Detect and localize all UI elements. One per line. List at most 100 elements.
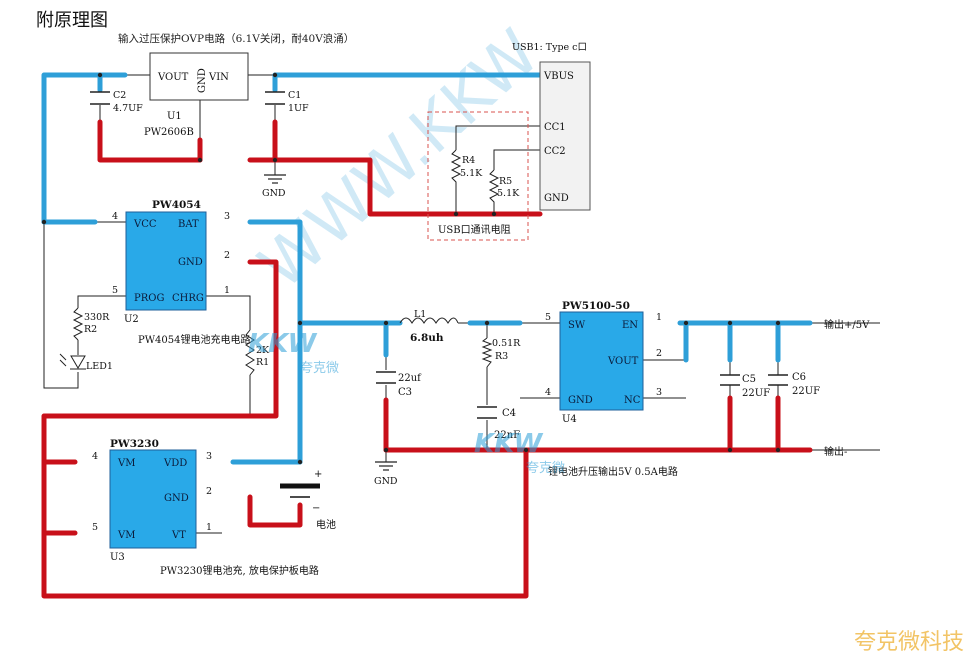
c2-ref: C2 <box>113 90 126 101</box>
usb-pin-vbus: VBUS <box>543 71 574 82</box>
c6-ref: C6 <box>792 372 806 383</box>
r1-value: 2K <box>256 345 270 356</box>
svg-text:夸克微: 夸克微 <box>300 361 339 376</box>
boost-part-name: PW5100-50 <box>562 300 630 312</box>
ovp-gnd-label: GND <box>262 188 286 199</box>
resistor-r5-symbol <box>488 169 500 203</box>
protect-pin-num-1: 1 <box>206 522 212 533</box>
boost-gnd-label: GND <box>374 476 398 487</box>
boost-pin-nc: NC <box>624 395 641 406</box>
protect-pin-num-5: 5 <box>92 522 98 533</box>
ovp-pin-gnd: GND <box>197 68 208 93</box>
boost-caption: 锂电池升压输出5V 0.5A电路 <box>548 465 678 478</box>
boost-pin-num-5: 5 <box>545 312 551 323</box>
usb-cc-resistor-box <box>427 111 529 241</box>
r2-value: 330R <box>84 312 110 323</box>
r4-ref: R4 <box>462 155 475 166</box>
battery-minus: − <box>312 503 320 514</box>
r1-ref: R1 <box>256 357 269 368</box>
c2-value: 4.7UF <box>113 103 143 114</box>
charger-pin-vcc: VCC <box>133 219 157 230</box>
resistor-r4-symbol <box>450 149 462 185</box>
r5-value: 5.1K <box>497 188 520 199</box>
c5-value: 22UF <box>742 388 770 399</box>
charger-pin-num-1: 1 <box>224 285 230 296</box>
inductor-l1-symbol <box>399 317 459 324</box>
boost-pin-en: EN <box>622 320 638 331</box>
usb-pin-cc2: CC2 <box>544 146 566 157</box>
ovp-chip-body <box>149 52 249 101</box>
protect-pin-num-4: 4 <box>92 451 98 462</box>
boost-pin-vout: VOUT <box>607 356 639 367</box>
charger-pin-gnd: GND <box>178 257 203 268</box>
capacitor-c3-symbol <box>376 371 396 384</box>
battery-plus: + <box>314 469 322 480</box>
charger-pin-num-4: 4 <box>112 211 118 222</box>
svg-text:KKW: KKW <box>474 429 544 459</box>
r3-ref: R3 <box>495 351 508 362</box>
protect-pin-vdd: VDD <box>163 458 187 469</box>
r3-value: 0.51R <box>492 338 521 349</box>
page-title: 附原理图 <box>36 10 108 31</box>
protect-pin-gnd: GND <box>164 493 189 504</box>
protect-pin-num-2: 2 <box>206 486 212 497</box>
battery-label: 电池 <box>316 518 336 531</box>
r5-ref: R5 <box>499 176 512 187</box>
charger-ref: U2 <box>124 314 139 325</box>
output-positive-label: 输出+/5V <box>824 318 870 331</box>
r4-value: 5.1K <box>460 168 483 179</box>
resistor-r2-symbol <box>72 307 84 341</box>
ovp-pin-vin: VIN <box>208 72 229 83</box>
charger-chip-body <box>125 211 207 311</box>
usb-connector-body <box>539 61 591 211</box>
ovp-caption: 输入过压保护OVP电路（6.1V关闭，耐40V浪涌） <box>118 32 354 45</box>
protect-pin-vm-top: VM <box>117 458 135 469</box>
ovp-chip-ref: U1 <box>167 111 182 122</box>
charger-pin-bat: BAT <box>178 219 199 230</box>
capacitor-c2-symbol <box>90 91 110 105</box>
watermark-logo-right: KKW 夸克微 <box>474 429 565 476</box>
charger-pin-num-2: 2 <box>224 250 230 261</box>
positive-traces <box>41 72 813 465</box>
resistor-r3-symbol <box>481 337 493 368</box>
ovp-chip-part: PW2606B <box>144 127 194 138</box>
protect-pin-vt: VT <box>171 530 186 541</box>
ovp-ground-symbol <box>264 174 286 184</box>
capacitor-c5-symbol <box>720 374 740 386</box>
usb-title: USB1: Type c口 <box>512 42 587 53</box>
protect-chip-body <box>109 449 197 549</box>
ground-traces <box>41 119 813 599</box>
footer-brand: 夸克微科技 <box>853 630 964 655</box>
capacitor-c4-symbol <box>477 406 497 419</box>
protect-pin-num-3: 3 <box>206 451 212 462</box>
c5-ref: C5 <box>742 374 756 385</box>
c1-value: 1UF <box>288 103 309 114</box>
watermark-logo-left: KKW 夸克微 <box>248 329 339 376</box>
capacitor-c1-symbol <box>265 91 285 105</box>
junction-dots <box>41 72 781 465</box>
boost-pin-num-3: 3 <box>656 387 662 398</box>
usb-pin-cc1: CC1 <box>544 122 566 133</box>
protect-pin-vm-bottom: VM <box>117 530 135 541</box>
c3-ref: C3 <box>398 387 412 398</box>
l1-value: 6.8uh <box>410 332 444 344</box>
boost-pin-sw: SW <box>568 320 586 331</box>
boost-chip-body <box>559 311 644 411</box>
boost-ref: U4 <box>562 414 577 425</box>
c6-value: 22UF <box>792 386 820 397</box>
led1-label: LED1 <box>86 361 113 372</box>
boost-ground-symbol <box>375 461 397 471</box>
c4-value: 22nF <box>494 430 520 441</box>
charger-caption: PW4054锂电池充电电路 <box>138 333 250 346</box>
led1-diode-symbol <box>59 353 86 370</box>
c4-ref: C4 <box>502 408 516 419</box>
svg-text:KKW: KKW <box>248 329 318 359</box>
output-negative-label: 输出- <box>824 445 847 458</box>
protect-part-name: PW3230 <box>110 438 159 450</box>
charger-pin-prog: PROG <box>134 293 164 304</box>
boost-pin-num-2: 2 <box>656 348 662 359</box>
boost-pin-num-1: 1 <box>656 312 662 323</box>
charger-part-name: PW4054 <box>152 199 201 211</box>
svg-text:夸克微: 夸克微 <box>526 461 565 476</box>
